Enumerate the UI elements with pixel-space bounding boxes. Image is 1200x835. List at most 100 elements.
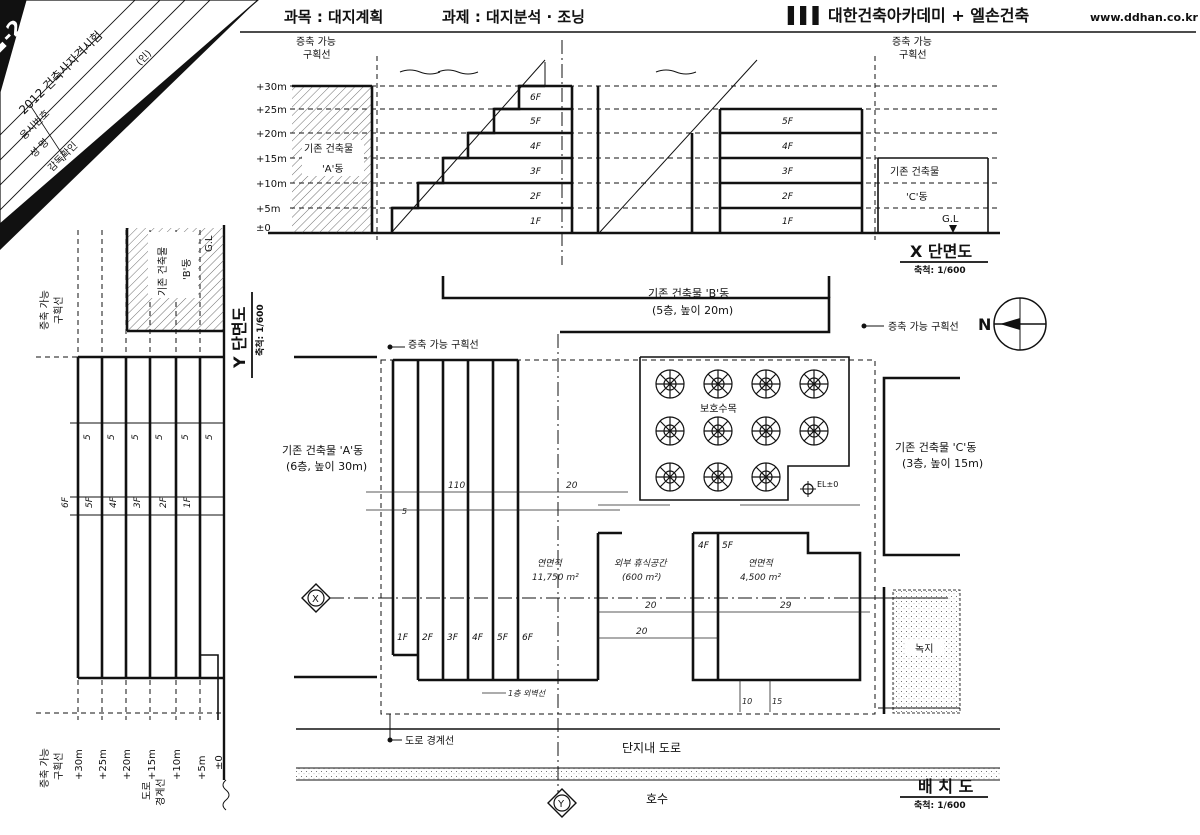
subject-label: 과목 : 대지계획: [284, 8, 383, 26]
x-right-mass: [599, 59, 864, 233]
plan-road-boundary: 도로 경계선: [405, 734, 454, 747]
x-floor-label: 2F: [782, 192, 794, 202]
y-floor-label: 1F: [183, 496, 193, 508]
tree-icon: [655, 462, 685, 492]
area-left-value: 11,750 m²: [532, 573, 579, 583]
x-section: +30m +25m +20m +15m +10m +5m ±0 증축 가능 구획…: [256, 36, 1000, 276]
dim-29: 29: [780, 601, 792, 611]
x-gl-marker-icon: [949, 225, 957, 233]
y-floor-label: 5: [181, 434, 191, 440]
dim-15: 15: [772, 697, 782, 706]
y-floor-label: 5: [205, 434, 215, 440]
x-floor-labels: 1F 2F 3F 4F 5F 6F 1F 2F 3F 4F 5F: [530, 93, 794, 227]
plan-building-c-label: 기존 건축물 'C'동: [895, 441, 976, 454]
plan-right-mass: [691, 531, 862, 682]
plan-protected-trees: 보호수목: [700, 403, 737, 415]
plan-dimensions: [366, 491, 870, 712]
x-floor-label: 3F: [782, 167, 794, 177]
y-gl-label: G.L: [204, 235, 215, 252]
plan-building-a-info: (6층, 높이 30m): [286, 460, 367, 473]
y-boundary-bottom-1: 증축 가능: [39, 748, 51, 788]
lake-band: [296, 768, 1000, 780]
tree-icon: [799, 369, 829, 399]
y-level-30: +30m: [74, 749, 85, 780]
plan-boundary-right: 증축 가능 구획선: [888, 321, 959, 333]
x-building-c-label: 기존 건축물: [890, 166, 939, 178]
area-mid-label: 외부 휴식공간: [614, 558, 668, 569]
plan-green-label: 녹지: [915, 643, 933, 655]
x-level-15: +15m: [256, 154, 287, 165]
y-level-5: +5m: [197, 756, 208, 780]
plan-building-b-info: (5층, 높이 20m): [652, 304, 733, 317]
x-floor-label: 4F: [782, 142, 794, 152]
area-mid-value: (600 m²): [622, 573, 661, 583]
north-label: N: [978, 315, 991, 334]
y-road-label-2: 경계선: [154, 778, 167, 806]
dim-10: 10: [742, 697, 752, 706]
plan-floor-label: 4F: [472, 633, 484, 643]
x-gl-label: G.L: [942, 214, 959, 225]
x-section-scale: 축척: 1/600: [914, 264, 966, 276]
y-section-scale: 축척: 1/600: [254, 304, 266, 356]
y-floor-label: 2F: [159, 496, 169, 508]
area-right-label: 연면적: [748, 558, 774, 569]
y-floor-label: 5F: [85, 496, 95, 508]
plan-building-c-info: (3층, 높이 15m): [902, 457, 983, 470]
x-floor-label: 1F: [530, 217, 542, 227]
x-boundary-left-1: 증축 가능: [296, 36, 336, 48]
x-level-10: +10m: [256, 179, 287, 190]
north-arrow-icon: N: [978, 297, 1047, 351]
x-floor-label: 5F: [782, 117, 794, 127]
plan-floor-label: 5F: [497, 633, 509, 643]
area-right-value: 4,500 m²: [740, 573, 781, 583]
x-building-c-name: 'C'동: [906, 191, 928, 203]
tree-icon: [655, 416, 685, 446]
x-floor-label: 2F: [530, 192, 542, 202]
plan-internal-road: 단지내 도로: [622, 741, 681, 755]
plan-floor-label: 4F: [698, 541, 710, 551]
y-floor-label: 4F: [109, 496, 119, 508]
y-level-0: ±0: [214, 755, 225, 770]
tree-icon: [655, 369, 685, 399]
plan-elevation: EL±0: [817, 480, 838, 489]
section-marker-x: X: [301, 583, 331, 613]
plan-floor-label: 3F: [447, 633, 459, 643]
x-section-level-lines: [290, 85, 1000, 209]
site-plan-scale: 축척: 1/600: [914, 799, 966, 811]
y-floor-label: 5: [83, 434, 93, 440]
tree-icon: [703, 369, 733, 399]
x-floor-label: 3F: [530, 167, 542, 177]
y-section-title: Y 단면도: [230, 306, 249, 369]
plan-lake: 호수: [646, 792, 668, 806]
site-plan-title: 배 치 도: [918, 777, 974, 796]
plan-floor-label: 6F: [522, 633, 534, 643]
plan-floor-label: 5F: [722, 541, 734, 551]
x-floor-label: 1F: [782, 217, 794, 227]
x-boundary-left-2: 구획선: [303, 49, 331, 61]
y-floor-label: 3F: [133, 496, 143, 508]
tree-icon: [703, 462, 733, 492]
area-left-label: 연면적: [537, 558, 563, 569]
tree-icon: [751, 369, 781, 399]
dim-5: 5: [402, 507, 407, 516]
brand-url: www.ddhan.co.kr: [1090, 11, 1199, 24]
x-section-title: X 단면도: [910, 242, 972, 261]
x-level-25: +25m: [256, 105, 287, 116]
y-level-15: +15m: [147, 749, 158, 780]
header-bar: 과목 : 대지계획 과제 : 대지분석 · 조닝 ▌▌▌ 대한건축아카데미 + …: [240, 5, 1199, 33]
x-floor-label: 5F: [530, 117, 542, 127]
dim-20b: 20: [645, 601, 657, 611]
y-level-25: +25m: [98, 749, 109, 780]
y-building-b-label: 기존 건축물: [157, 247, 169, 296]
brand-logo-mark: ▌▌▌: [787, 5, 825, 25]
x-building-a-name: 'A'동: [322, 163, 344, 175]
y-boundary-top-1: 증축 가능: [39, 290, 51, 330]
plan-floor-label: 2F: [422, 633, 434, 643]
y-building-b-name: 'B'동: [181, 258, 193, 280]
x-floor-label: 4F: [530, 142, 542, 152]
tree-icon: [751, 416, 781, 446]
x-left-stepped-mass: [390, 40, 600, 265]
y-floor-label: 5: [155, 434, 165, 440]
y-level-20: +20m: [122, 749, 133, 780]
y-floor-labels: 5 5 5 5 5 5 6F 5F 4F 3F 2F 1F: [61, 434, 215, 508]
